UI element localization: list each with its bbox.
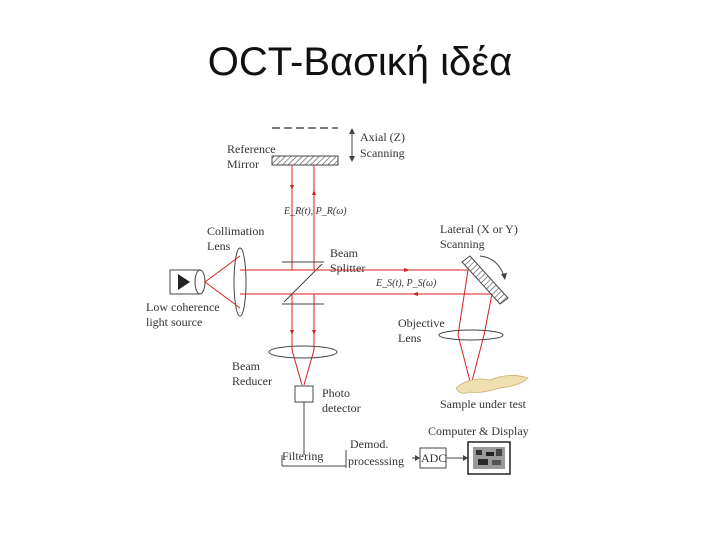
source-beams xyxy=(204,255,292,309)
reference-label-1: Reference xyxy=(227,142,276,156)
light-source xyxy=(169,269,206,295)
signal-chain-lines xyxy=(281,450,468,468)
detector-beams xyxy=(290,294,316,386)
objective-beams xyxy=(457,269,493,386)
filtering-label: Filtering xyxy=(282,449,323,463)
source-label-2: light source xyxy=(146,315,202,329)
scanning-mirror xyxy=(461,255,509,305)
sample-arm-beams xyxy=(292,268,492,296)
beam-reducer-label-1: Beam xyxy=(232,359,261,373)
collimation-lens xyxy=(233,247,247,317)
beam-splitter-label-1: Beam xyxy=(330,246,359,260)
computer-label: Computer & Display xyxy=(428,424,529,438)
adc-label: ADC xyxy=(421,451,446,465)
beam-reducer-label-2: Reducer xyxy=(232,374,272,388)
computer-display xyxy=(467,441,511,475)
demod-label-1: Demod. xyxy=(350,437,388,451)
photo-detector xyxy=(294,385,314,455)
source-label-1: Low coherence xyxy=(146,300,220,314)
objective-label-2: Lens xyxy=(398,331,422,345)
collimation-label-1: Collimation xyxy=(207,224,264,238)
objective-label-1: Objective xyxy=(398,316,445,330)
axial-scan-arrow xyxy=(349,128,355,162)
reference-mirror xyxy=(271,155,339,166)
slide-title: OCT-Βασική ιδέα xyxy=(207,40,513,84)
axial-label-1: Axial (Z) xyxy=(360,130,405,144)
reference-label-2: Mirror xyxy=(227,157,259,171)
lateral-label-1: Lateral (X or Y) xyxy=(440,222,518,236)
demod-label-2: processsing xyxy=(348,454,404,468)
objective-lens xyxy=(438,329,504,341)
sample-label: Sample under test xyxy=(440,397,527,411)
beam-reducer xyxy=(268,345,338,359)
sample-shape xyxy=(455,375,529,394)
lateral-scan-arrow xyxy=(479,255,507,280)
photo-label-1: Photo xyxy=(322,386,350,400)
reference-arm-beams xyxy=(290,165,316,270)
sample-field-label: E_S(t), P_S(ω) xyxy=(375,278,437,289)
adc-box xyxy=(419,447,447,469)
beam-splitter-label-2: Splitter xyxy=(330,261,365,275)
collimation-label-2: Lens xyxy=(207,239,231,253)
lateral-label-2: Scanning xyxy=(440,237,485,251)
beam-splitter xyxy=(282,261,324,305)
photo-label-2: detector xyxy=(322,401,361,415)
reference-field-label: E_R(t), P_R(ω) xyxy=(283,206,347,217)
axial-label-2: Scanning xyxy=(360,146,405,160)
